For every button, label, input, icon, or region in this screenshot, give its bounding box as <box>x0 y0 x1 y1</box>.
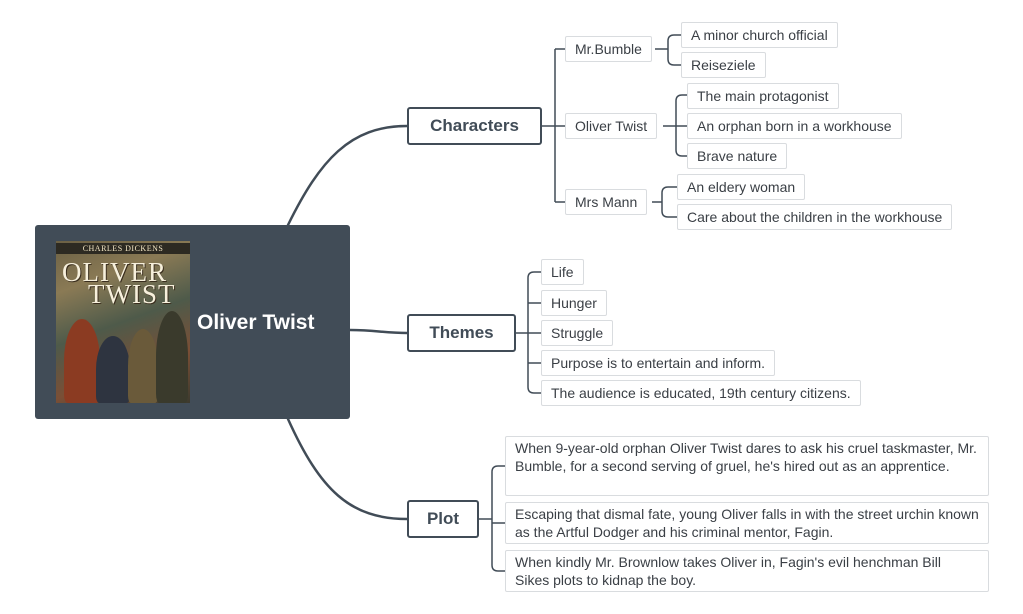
subtopic-oliver-1[interactable]: The main protagonist <box>687 83 839 109</box>
connector-root-plot <box>286 417 409 521</box>
theme-item-5[interactable]: The audience is educated, 19th century c… <box>541 380 861 406</box>
subtopic-oliver-2[interactable]: An orphan born in a workhouse <box>687 113 902 139</box>
subtopic-bumble-1[interactable]: A minor church official <box>681 22 838 48</box>
connector-bumble-items <box>655 34 681 66</box>
cover-figure-1 <box>64 319 100 403</box>
topic-oliver-twist[interactable]: Oliver Twist <box>565 113 658 139</box>
branch-plot-label: Plot <box>426 509 460 528</box>
branch-plot[interactable]: Plot <box>407 500 479 538</box>
connector-characters-groups <box>542 48 565 203</box>
plot-item-2[interactable]: Escaping that dismal fate, young Oliver … <box>505 502 989 544</box>
book-cover-image: CHARLES DICKENS OLIVER TWIST <box>56 241 190 403</box>
branch-themes-label: Themes <box>429 323 494 342</box>
connector-plot-items <box>479 465 505 572</box>
connector-root-characters <box>286 124 409 227</box>
subtopic-mann-2[interactable]: Care about the children in the workhouse <box>677 204 953 230</box>
central-topic[interactable]: CHARLES DICKENS OLIVER TWIST Oliver Twis… <box>35 225 350 419</box>
branch-characters[interactable]: Characters <box>407 107 542 145</box>
branch-themes[interactable]: Themes <box>407 314 516 352</box>
theme-item-3[interactable]: Struggle <box>541 320 614 346</box>
theme-item-1[interactable]: Life <box>541 259 584 285</box>
subtopic-mann-1[interactable]: An eldery woman <box>677 174 806 200</box>
cover-figure-3 <box>128 329 158 403</box>
connector-root-themes <box>348 328 409 335</box>
connector-oliver-items <box>663 94 687 157</box>
cover-author: CHARLES DICKENS <box>56 243 190 254</box>
subtopic-bumble-2[interactable]: Reiseziele <box>681 52 766 78</box>
plot-item-3[interactable]: When kindly Mr. Brownlow takes Oliver in… <box>505 550 989 592</box>
cover-title-line2: TWIST <box>88 279 176 309</box>
subtopic-oliver-3[interactable]: Brave nature <box>687 143 788 169</box>
cover-title-line1: OLIVER <box>62 257 167 287</box>
theme-item-2[interactable]: Hunger <box>541 290 607 316</box>
theme-item-4[interactable]: Purpose is to entertain and inform. <box>541 350 776 376</box>
plot-item-1[interactable]: When 9-year-old orphan Oliver Twist dare… <box>505 436 989 496</box>
branch-characters-label: Characters <box>430 116 519 135</box>
central-topic-label: Oliver Twist <box>197 311 315 334</box>
connector-mann-items <box>652 186 677 218</box>
topic-mrs-mann[interactable]: Mrs Mann <box>565 189 648 215</box>
cover-figure-4 <box>156 311 188 403</box>
connector-themes-items <box>516 271 541 394</box>
cover-figure-2 <box>96 336 130 403</box>
topic-mr-bumble[interactable]: Mr.Bumble <box>565 36 652 62</box>
